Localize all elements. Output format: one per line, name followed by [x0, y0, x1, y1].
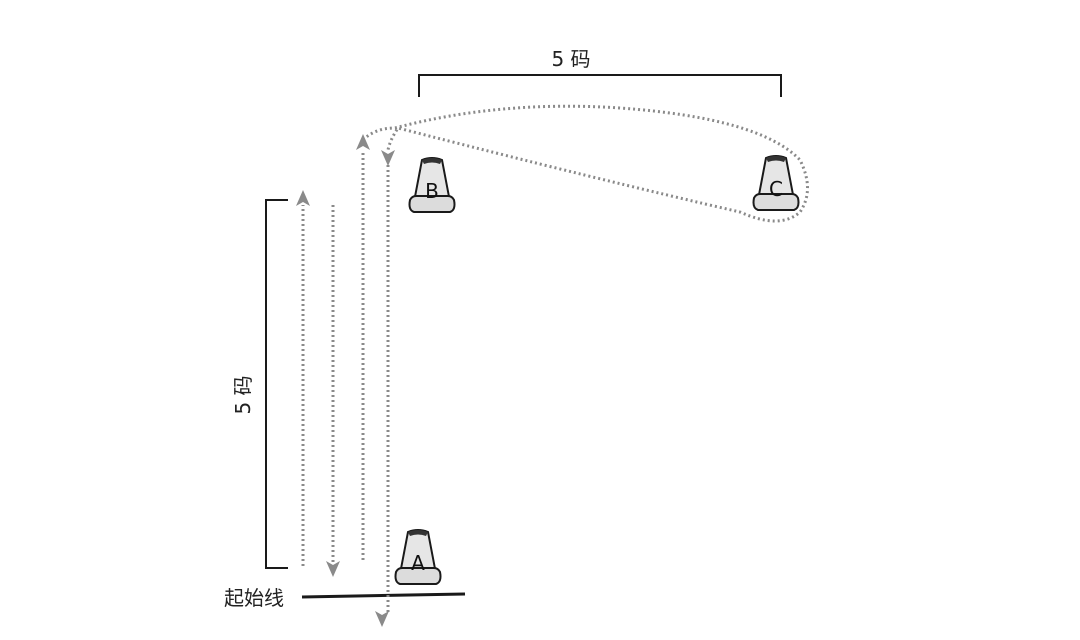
run-paths — [301, 104, 809, 612]
horizontal-distance-label: 5 码 — [551, 47, 590, 71]
start-line-label: 起始线 — [224, 586, 284, 610]
arrow-up-icon — [296, 190, 310, 206]
arrow-down-icon — [326, 561, 340, 577]
cone-a-icon: A — [394, 529, 442, 585]
horizontal-distance-bracket — [418, 74, 782, 97]
cone-b-label: B — [425, 179, 439, 203]
cone-a-label: A — [411, 551, 425, 575]
cone-c-label: C — [769, 177, 783, 201]
cone-c-icon: C — [752, 155, 800, 211]
vertical-distance-bracket — [265, 199, 288, 569]
arrow-down-icon — [381, 150, 395, 166]
start-line — [301, 592, 466, 599]
path-loop-around-cone-c — [361, 104, 809, 223]
arrow-up-icon — [356, 134, 370, 150]
cone-b-icon: B — [408, 157, 456, 213]
vertical-distance-label: 5 码 — [231, 375, 255, 414]
arrow-down-icon — [375, 611, 389, 627]
arrowheads — [296, 134, 395, 627]
